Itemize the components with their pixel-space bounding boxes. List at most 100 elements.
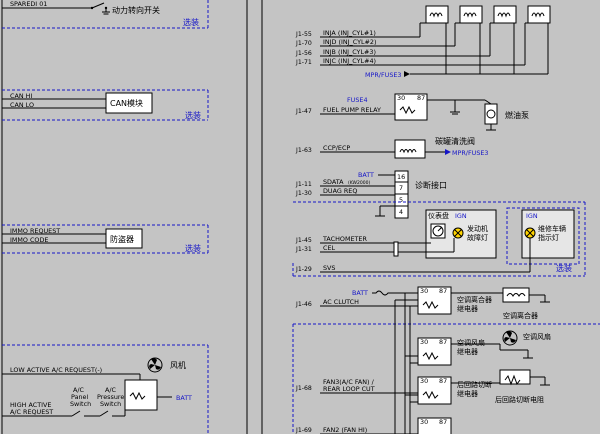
fan3-label-line1: FAN3(A/C FAN) / (323, 378, 375, 386)
high-ac-request-line1: HIGH ACTIVE (10, 401, 51, 409)
immobilizer-box (105, 228, 143, 249)
pin-j1-56: J1-56 (295, 50, 312, 57)
duag-req-label: DUAG REQ (323, 187, 357, 195)
canister-valve-label: 碳罐清洗阀 (435, 136, 475, 146)
service-lamp-line2: 指示灯 (538, 233, 559, 242)
ac-clutch (502, 287, 530, 303)
ac-panel-switch-line3: Switch (70, 400, 91, 408)
pin-j1-70: J1-70 (295, 40, 312, 47)
svg-text:30: 30 (420, 338, 428, 346)
svg-text:16: 16 (397, 173, 405, 181)
ac-fan-relay-line1: 空调风扇 (457, 338, 485, 347)
ac-clutch-label: AC CLUTCH (323, 298, 359, 306)
ac-fan-relay (417, 337, 452, 366)
mpr-fuse3-label-b: MPR/FUSE3 (452, 149, 488, 157)
svg-text:30: 30 (397, 94, 405, 102)
ign-label-1: IGN (455, 212, 467, 220)
engine-fault-line1: 发动机 (467, 224, 488, 233)
sdata-label: SDATA (323, 178, 344, 186)
low-ac-request-label: LOW ACTIVE A/C REQUEST(-) (10, 366, 102, 374)
svg-text:87: 87 (439, 418, 447, 426)
pin-j1-63: J1-63 (295, 147, 312, 154)
diag-port-label: 诊断接口 (415, 180, 447, 190)
ac-panel-switch-line2: Panel (71, 393, 88, 401)
ac-request-relay (124, 379, 158, 411)
injd-label: INJD (INJ_CYL#2) (323, 38, 376, 46)
ac-fan-relay-line2: 继电器 (457, 347, 478, 356)
rear-cut-relay-line1: 后回路切断 (457, 380, 492, 389)
injector-1 (425, 5, 449, 24)
power-steering-switch (91, 2, 105, 9)
svg-text:87: 87 (439, 377, 447, 385)
kw2000-label: (KW2000) (348, 180, 370, 186)
ac-clutch-relay (417, 286, 452, 315)
fan3-label-line2: REAR LOOP CUT (323, 385, 375, 393)
svg-text:87: 87 (439, 338, 447, 346)
fuel-pump-label: 燃油泵 (505, 110, 529, 120)
pin-j1-11: J1-11 (295, 181, 312, 188)
rear-cut-relay (417, 376, 452, 405)
fan-icon (147, 357, 163, 373)
pin-j1-69: J1-69 (295, 427, 312, 434)
svs-label: SVS (323, 264, 336, 272)
injector-3 (493, 5, 517, 24)
batt-label-left: BATT (176, 394, 192, 402)
ac-clutch-label-zh: 空调离合器 (503, 311, 538, 320)
ac-fan-icon (502, 330, 518, 346)
pin-j1-47: J1-47 (295, 108, 312, 115)
ac-pressure-switch-line1: A/C (105, 386, 117, 394)
batt-ac-label: BATT (352, 289, 368, 297)
injector-4 (527, 5, 551, 24)
svg-text:30: 30 (420, 287, 428, 295)
can-module-label: CAN模块 (110, 98, 143, 108)
ac-clutch-relay-line2: 继电器 (457, 304, 478, 313)
engine-fault-lamp-icon (452, 227, 464, 239)
can-lo-label: CAN LO (10, 101, 34, 109)
pin-j1-55: J1-55 (295, 31, 312, 38)
fuse4-label: FUSE4 (347, 96, 368, 104)
cel-label: CEL (323, 244, 336, 252)
service-lamp-icon (524, 227, 536, 239)
mpr-fuse3-label-a: MPR/FUSE3 (365, 71, 401, 79)
ac-pressure-switch-line3: Switch (100, 400, 121, 408)
pin-j1-45: J1-45 (295, 237, 312, 244)
injb-label: INJB (INJ_CYL#3) (323, 48, 376, 56)
svg-text:30: 30 (420, 418, 428, 426)
svg-text:87: 87 (417, 94, 425, 102)
engine-fault-line2: 故障灯 (467, 233, 488, 242)
can-module-box (105, 92, 153, 114)
immobilizer-label: 防盗器 (110, 234, 134, 244)
rear-cut-resistor-label: 后回路切断电阻 (495, 395, 544, 404)
fan2-label: FAN2 (FAN HI) (323, 426, 367, 434)
pin-j1-71: J1-71 (295, 59, 312, 66)
injector-2 (459, 5, 483, 24)
can-hi-label: CAN HI (10, 92, 32, 100)
pin-j1-46: J1-46 (295, 301, 312, 308)
immo-request-label: IMMO REQUEST (10, 227, 60, 235)
ac-fan-label: 空调风扇 (523, 332, 551, 341)
gauge-icon (430, 223, 446, 239)
injc-label: INJC (INJ_CYL#4) (323, 57, 376, 65)
fuel-pump-relay-label: FUEL PUMP RELAY (323, 106, 381, 114)
immo-code-label: IMMO CODE (10, 236, 48, 244)
optional-label-1: 选装 (183, 17, 199, 27)
service-lamp-line1: 维修车辆 (538, 224, 566, 233)
high-ac-request-line2: A/C REQUEST (10, 408, 53, 416)
spare-signal-label: SPAREDI 01 (10, 0, 47, 8)
batt-diag-label: BATT (358, 171, 374, 179)
fan-label: 风机 (170, 360, 186, 370)
ac-pressure-switch-line2: Pressure (97, 393, 124, 401)
optional-label-4: 选装 (556, 263, 572, 273)
fuel-pump-relay (394, 93, 428, 121)
svg-text:7: 7 (399, 184, 403, 192)
fan2-relay (417, 417, 452, 434)
ac-panel-switch-line1: A/C (73, 386, 85, 394)
diagnostic-connector: 16 7 5 4 (394, 170, 409, 219)
cluster-label: 仪表盘 (428, 211, 449, 220)
tachometer-label: TACHOMETER (322, 235, 367, 243)
optional-label-2: 选装 (185, 110, 201, 120)
svg-text:87: 87 (439, 287, 447, 295)
pin-j1-30: J1-30 (295, 190, 312, 197)
ccp-ecp-label: CCP/ECP (323, 144, 350, 152)
